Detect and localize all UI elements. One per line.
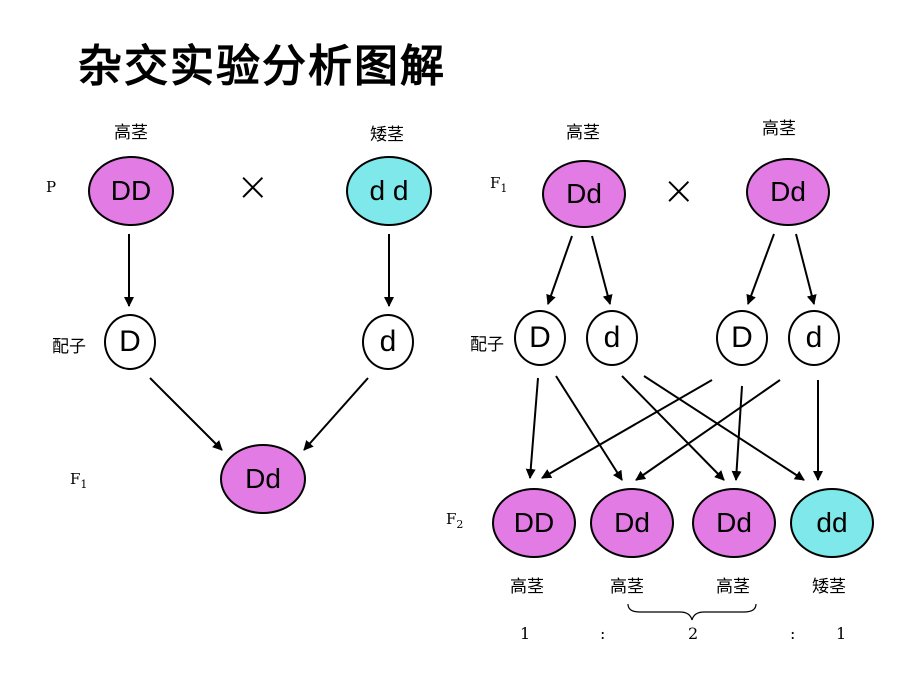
page-title: 杂交实验分析图解	[78, 41, 446, 92]
f2-offspring-phenotype-2: 高茎	[610, 577, 644, 597]
arrow-right-p1-to-D	[546, 235, 573, 305]
right-parent1-phenotype: 高茎	[566, 123, 600, 143]
f2-offspring-node-2: Dd	[590, 488, 674, 558]
ratio-part-1: 1	[520, 624, 531, 643]
f2-offspring-node-1: DD	[492, 488, 576, 558]
left-parent2-genotype-node: d d	[346, 156, 432, 226]
arrow-d1-to-dd	[643, 375, 805, 481]
left-parent2-phenotype: 矮茎	[370, 125, 404, 145]
left-f1-generation-label: F1	[70, 470, 88, 491]
right-cross-symbol: ×	[662, 168, 696, 214]
arrow-D2-to-Dd	[731, 385, 743, 481]
f2-offspring-phenotype-1: 高茎	[510, 577, 544, 597]
right-parent1-genotype-node: Dd	[542, 160, 626, 228]
right-gamete-label: 配子	[470, 335, 504, 355]
right-gamete-d-2: d	[788, 310, 840, 366]
arrow-d2-to-Dd	[635, 379, 781, 481]
f2-offspring-phenotype-4: 矮茎	[812, 577, 846, 597]
right-f2-generation-label: F2	[446, 510, 464, 531]
right-f1-generation-label: F1	[490, 174, 508, 195]
left-parent1-genotype-node: DD	[88, 156, 174, 226]
arrow-right-p1-to-d	[591, 235, 613, 305]
arrow-left-gameteD-to-f1	[149, 377, 223, 451]
arrow-right-p2-to-D	[746, 233, 775, 305]
brace-tall-group	[627, 603, 757, 621]
ratio-colon-1: :	[600, 624, 606, 643]
ratio-part-3: 1	[836, 624, 847, 643]
f2-offspring-node-4: dd	[790, 488, 874, 558]
right-gamete-D-1: D	[514, 310, 566, 366]
right-parent2-phenotype: 高茎	[762, 119, 796, 139]
ratio-colon-2: :	[790, 624, 796, 643]
left-cross-symbol: ×	[236, 164, 270, 210]
f2-offspring-node-3: Dd	[692, 488, 776, 558]
left-f1-genotype-node: Dd	[220, 444, 306, 514]
left-gamete-d: d	[362, 314, 414, 370]
arrow-D1-to-Dd	[555, 375, 623, 481]
f2-offspring-phenotype-3: 高茎	[716, 577, 750, 597]
arrow-left-gameted-to-f1	[303, 377, 369, 451]
left-parent1-phenotype: 高茎	[114, 123, 148, 143]
p-generation-label: P	[46, 178, 57, 196]
right-gamete-D-2: D	[716, 310, 768, 366]
arrow-D2-to-DD	[541, 379, 713, 479]
arrow-D1-to-DD	[525, 377, 539, 479]
left-gamete-label: 配子	[52, 337, 86, 357]
ratio-part-2: 2	[688, 624, 699, 643]
arrow-right-p2-to-d	[795, 233, 817, 305]
left-gamete-D: D	[104, 314, 156, 370]
right-parent2-genotype-node: Dd	[746, 158, 830, 226]
arrow-d1-to-Dd	[621, 375, 725, 481]
right-gamete-d-1: d	[586, 310, 638, 366]
